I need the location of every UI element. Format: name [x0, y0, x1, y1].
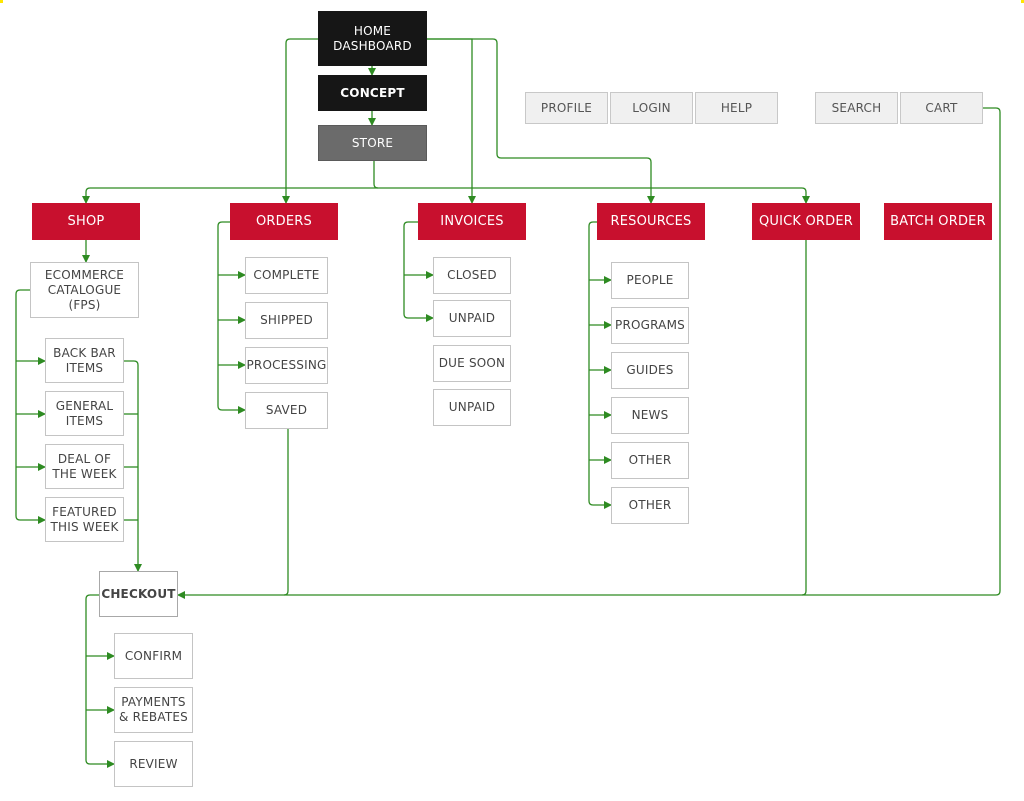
shop-item-featured[interactable]: FEATURED THIS WEEK: [45, 497, 124, 542]
login-node[interactable]: LOGIN: [610, 92, 693, 124]
search-node[interactable]: SEARCH: [815, 92, 898, 124]
shop-item-deal[interactable]: DEAL OF THE WEEK: [45, 444, 124, 489]
connector-catalogue-rail: [15, 289, 30, 521]
connector-home-resources: [426, 38, 655, 204]
resources-item-news[interactable]: NEWS: [611, 397, 689, 434]
resources-item-programs[interactable]: PROGRAMS: [611, 307, 689, 344]
concept-node[interactable]: CONCEPT: [318, 75, 427, 111]
orders-item-saved[interactable]: SAVED: [245, 392, 328, 429]
connector-bus-shop: [85, 187, 91, 193]
connector-shop-checkout-rail: [124, 360, 142, 572]
batch-order-node[interactable]: BATCH ORDER: [884, 203, 992, 240]
corner-mark-right: [1021, 0, 1024, 3]
connector-orders-rail: [217, 221, 230, 411]
resources-item-other-2[interactable]: OTHER: [611, 487, 689, 524]
connector-saved-checkout: [283, 429, 289, 596]
profile-node[interactable]: PROFILE: [525, 92, 608, 124]
connector-cart-checkout: [177, 107, 1001, 599]
connector-home-left: [285, 38, 318, 188]
checkout-item-payments[interactable]: PAYMENTS & REBATES: [114, 687, 193, 733]
help-node[interactable]: HELP: [695, 92, 778, 124]
shop-item-back-bar[interactable]: BACK BAR ITEMS: [45, 338, 124, 383]
orders-item-shipped[interactable]: SHIPPED: [245, 302, 328, 339]
invoices-node[interactable]: INVOICES: [418, 203, 526, 240]
cart-node[interactable]: CART: [900, 92, 983, 124]
connector-invoices-rail: [403, 221, 418, 319]
orders-item-complete[interactable]: COMPLETE: [245, 257, 328, 294]
corner-mark-left: [0, 0, 3, 3]
connector-resources-rail: [588, 221, 597, 506]
resources-item-people[interactable]: PEOPLE: [611, 262, 689, 299]
shop-node[interactable]: SHOP: [32, 203, 140, 240]
connector-main-bus: [90, 187, 810, 204]
store-node[interactable]: STORE: [318, 125, 427, 161]
connector-store-bus: [373, 161, 379, 189]
orders-item-processing[interactable]: PROCESSING: [245, 347, 328, 384]
home-dashboard-node[interactable]: HOME DASHBOARD: [318, 11, 427, 66]
invoices-item-unpaid-2[interactable]: UNPAID: [433, 389, 511, 426]
connector-quickorder-checkout: [801, 240, 807, 596]
resources-item-guides[interactable]: GUIDES: [611, 352, 689, 389]
invoices-item-unpaid[interactable]: UNPAID: [433, 300, 511, 337]
checkout-item-review[interactable]: REVIEW: [114, 741, 193, 787]
shop-item-general[interactable]: GENERAL ITEMS: [45, 391, 124, 436]
invoices-item-closed[interactable]: CLOSED: [433, 257, 511, 294]
connector-home-invoices: [426, 38, 476, 204]
resources-item-other[interactable]: OTHER: [611, 442, 689, 479]
checkout-item-confirm[interactable]: CONFIRM: [114, 633, 193, 679]
resources-node[interactable]: RESOURCES: [597, 203, 705, 240]
ecommerce-catalogue-node[interactable]: ECOMMERCE CATALOGUE (FPS): [30, 262, 139, 318]
orders-node[interactable]: ORDERS: [230, 203, 338, 240]
connector-checkout-rail: [85, 594, 99, 765]
quick-order-node[interactable]: QUICK ORDER: [752, 203, 860, 240]
checkout-node[interactable]: CHECKOUT: [99, 571, 178, 617]
invoices-item-due-soon[interactable]: DUE SOON: [433, 345, 511, 382]
